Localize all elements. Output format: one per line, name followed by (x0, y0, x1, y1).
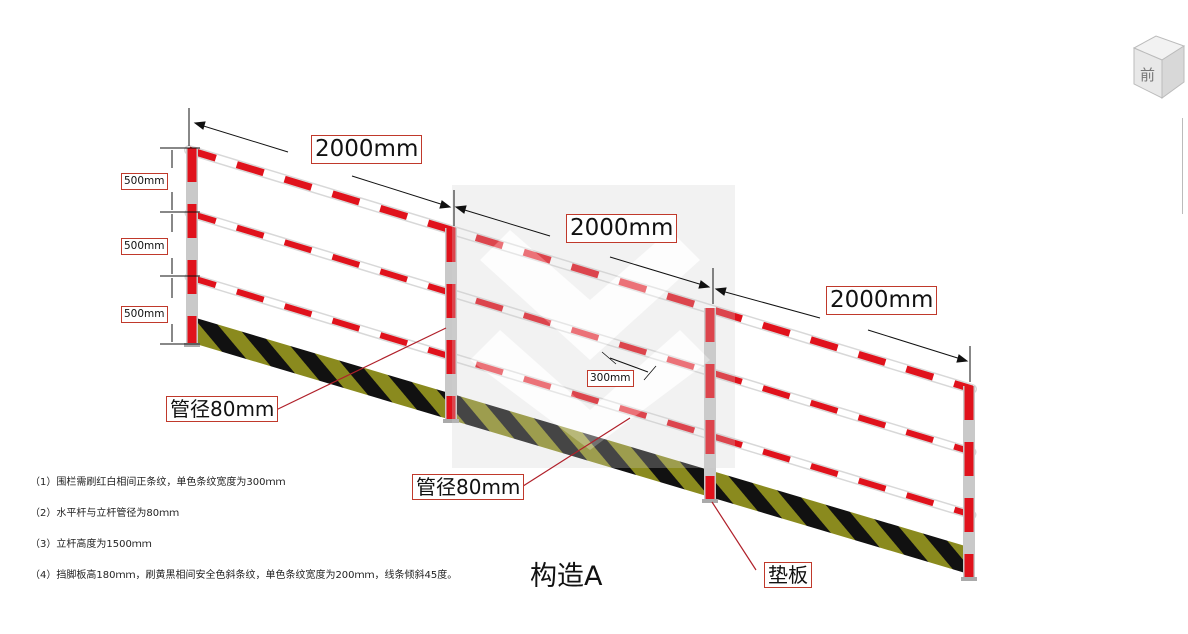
pipe-diameter-callout-1: 管径80mm (166, 396, 279, 422)
rails (184, 145, 977, 520)
note-1: （1）围栏需刷红白相间正条纹，单色条纹宽度为300ｍｍ (30, 477, 286, 488)
toe-board (196, 318, 972, 575)
note-2: （2）水平杆与立杆管径为80ｍｍ (30, 508, 180, 519)
base-pad-4 (961, 577, 977, 581)
rail-spacing-1-label: 500mm (121, 173, 168, 190)
note-4: （4）挡脚板高180ｍｍ，刷黄黑相间安全色斜条纹，单色条纹宽度为200ｍｍ，线条… (30, 570, 458, 581)
rail-spacing-3-label: 500mm (121, 306, 168, 323)
note-3: （3）立杆高度为1500ｍｍ (30, 539, 152, 550)
span-3-label: 2000mm (826, 286, 938, 315)
span-2-label: 2000mm (566, 214, 678, 243)
base-pad-callout: 垫板 (764, 562, 812, 588)
side-panel-edge (1182, 118, 1188, 214)
rail-spacing-2-label: 500mm (121, 238, 168, 255)
viewcube-widget[interactable] (1126, 26, 1188, 106)
span-1-label: 2000mm (311, 135, 423, 164)
stripe-width-label: 300mm (587, 370, 634, 387)
base-pad-1 (184, 343, 200, 347)
base-pad-3 (702, 499, 718, 503)
viewcube-front-label[interactable]: 前 (1140, 66, 1156, 84)
watermark-logo (452, 185, 735, 468)
base-pad-2 (443, 419, 459, 423)
posts (184, 148, 977, 581)
dimension-lines (160, 108, 971, 382)
diagram-title: 构造A (530, 561, 603, 592)
callout-leaders (275, 327, 757, 571)
pipe-diameter-callout-2: 管径80mm (412, 474, 525, 500)
